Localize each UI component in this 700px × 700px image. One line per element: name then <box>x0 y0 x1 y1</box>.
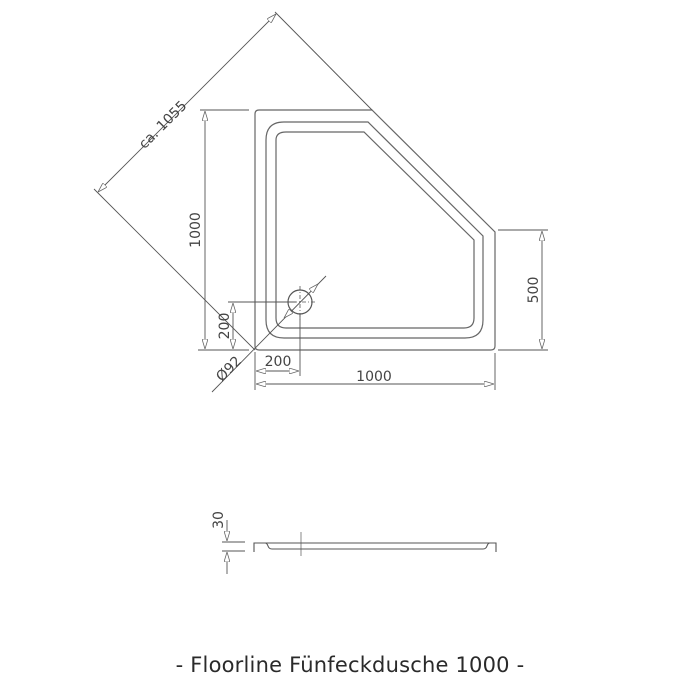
thickness-dimension-label: 30 <box>211 511 227 529</box>
diagonal-dimension <box>93 11 373 351</box>
tray-rim-1 <box>265 121 484 339</box>
height-dimension <box>198 109 249 351</box>
drain-offset-x-label: 200 <box>265 354 292 370</box>
drain-diameter-label: Ø92 <box>213 353 245 385</box>
width-dimension-label: 1000 <box>356 369 392 385</box>
tray-top-view <box>254 109 496 351</box>
tray-side-view <box>253 532 497 556</box>
side-profile <box>253 542 497 552</box>
tray-outer-edge <box>254 109 496 351</box>
drawing-title: - Floorline Fünfeckdusche 1000 - <box>175 653 525 677</box>
height-dimension-label: 1000 <box>188 212 204 248</box>
width-dimension <box>256 353 496 390</box>
thickness-dimension <box>222 520 245 574</box>
drain-diameter-leader <box>211 275 327 393</box>
drain-offset-y-label: 200 <box>217 313 233 340</box>
side-dimension-label: 500 <box>526 277 542 304</box>
drain-offset-x-dimension <box>254 314 301 390</box>
drain-offset-y-dimension <box>228 301 296 349</box>
diagonal-dimension-label: ca. 1055 <box>136 98 190 152</box>
side-dimension <box>498 229 548 351</box>
tray-rim-2 <box>275 131 475 329</box>
